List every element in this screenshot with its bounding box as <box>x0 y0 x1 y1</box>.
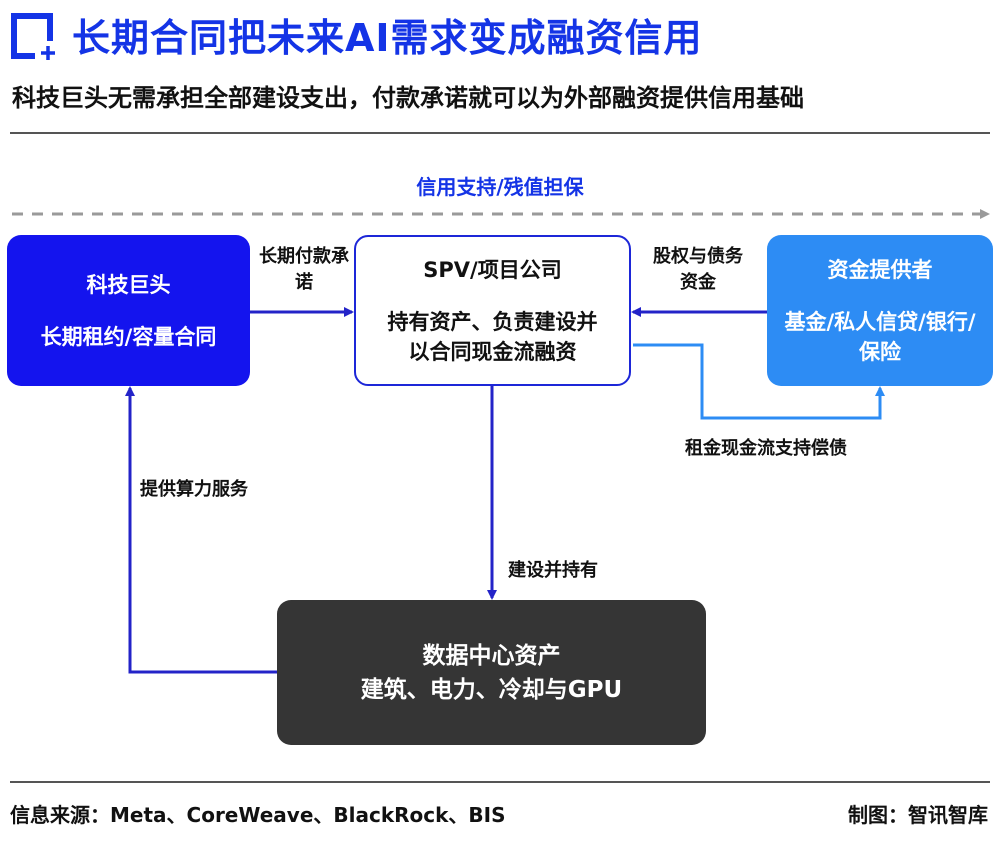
node-spv-title: SPV/项目公司 <box>423 257 562 282</box>
edge-label-payment: 长期付款承诺 <box>259 246 349 293</box>
node-tech-giant-title: 科技巨头 <box>86 272 171 297</box>
edge-label-rent: 租金现金流支持偿债 <box>685 438 847 459</box>
footer-source: 信息来源：Meta、CoreWeave、BlackRock、BIS <box>10 803 506 827</box>
page-title: 长期合同把未来AI需求变成融资信用 <box>72 16 703 60</box>
brand-logo-icon <box>11 13 55 60</box>
rent-cashflow-arrow <box>633 343 885 420</box>
edge-label-build: 建设并持有 <box>508 560 598 581</box>
node-fund-provider: 资金提供者 基金/私人信贷/银行/保险 <box>767 235 993 386</box>
node-tech-giant: 科技巨头 长期租约/容量合同 <box>7 235 250 386</box>
footer-credit: 制图：智讯智库 <box>848 803 988 827</box>
header-divider <box>10 132 990 134</box>
credit-support-label: 信用支持/残值担保 <box>416 175 584 199</box>
compute-arrow <box>125 386 277 674</box>
node-datacenter-desc: 建筑、电力、冷却与GPU <box>360 676 623 703</box>
edge-label-equity: 股权与债务资金 <box>653 246 743 293</box>
node-fund-provider-desc: 基金/私人信贷/银行/保险 <box>784 309 976 364</box>
node-fund-provider-title: 资金提供者 <box>827 257 933 282</box>
footer-divider <box>10 781 990 783</box>
page-subtitle: 科技巨头无需承担全部建设支出，付款承诺就可以为外部融资提供信用基础 <box>12 84 804 112</box>
node-spv-desc: 持有资产、负责建设并以合同现金流融资 <box>387 309 598 364</box>
edge-label-compute: 提供算力服务 <box>140 479 248 500</box>
node-tech-giant-desc: 长期租约/容量合同 <box>40 324 217 349</box>
node-spv: SPV/项目公司 持有资产、负责建设并以合同现金流融资 <box>354 235 631 386</box>
node-datacenter: 数据中心资产 建筑、电力、冷却与GPU <box>277 600 706 745</box>
node-datacenter-title: 数据中心资产 <box>422 642 561 669</box>
